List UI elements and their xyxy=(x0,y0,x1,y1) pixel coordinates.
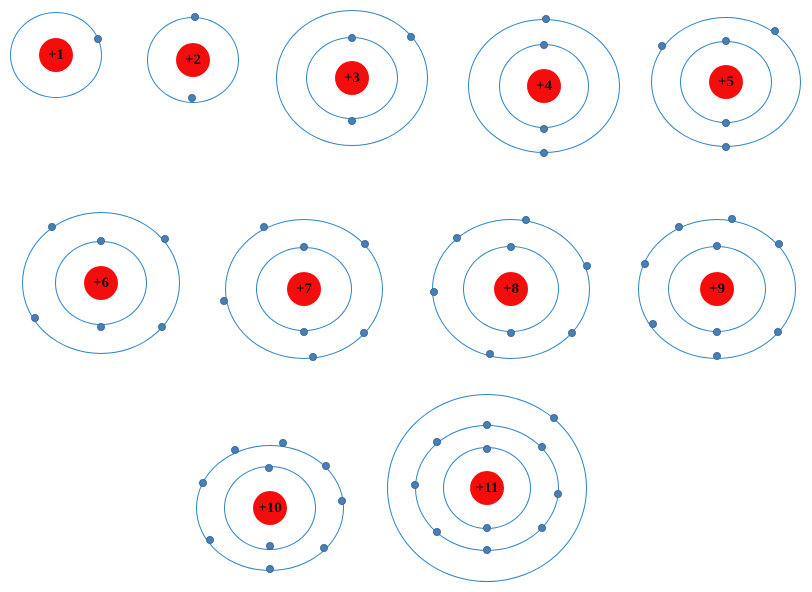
charge-label: +7 xyxy=(295,280,313,297)
electron xyxy=(266,542,274,550)
charge-label: +8 xyxy=(502,280,520,297)
nucleus: +3 xyxy=(335,61,369,95)
electron xyxy=(161,235,169,243)
electron xyxy=(486,350,494,358)
electron xyxy=(279,439,287,447)
electron xyxy=(774,328,782,336)
electron xyxy=(771,27,779,35)
electron xyxy=(188,94,196,102)
electron xyxy=(191,13,199,21)
orbit-shell-2 xyxy=(225,219,383,359)
electron xyxy=(206,536,214,544)
electron xyxy=(522,216,530,224)
electron xyxy=(507,243,515,251)
electron xyxy=(199,479,207,487)
electron xyxy=(411,481,419,489)
electron xyxy=(31,314,39,322)
electron xyxy=(675,223,683,231)
electron xyxy=(338,497,346,505)
nucleus: +11 xyxy=(470,471,504,505)
charge-label: +1 xyxy=(47,46,65,63)
electron xyxy=(483,445,491,453)
nucleus: +1 xyxy=(39,38,73,72)
nucleus: +5 xyxy=(709,65,743,99)
electron xyxy=(713,328,721,336)
electron xyxy=(713,352,721,360)
electron xyxy=(48,223,56,231)
charge-label: +4 xyxy=(535,77,553,94)
orbit-shell-1 xyxy=(10,12,102,98)
electron xyxy=(483,546,491,554)
electron xyxy=(540,149,548,157)
electron xyxy=(550,414,558,422)
electron xyxy=(540,125,548,133)
electron xyxy=(94,35,102,43)
electron xyxy=(775,240,783,248)
electron xyxy=(97,237,105,245)
electron xyxy=(266,565,274,573)
nucleus: +7 xyxy=(287,272,321,306)
electron xyxy=(538,524,546,532)
electron xyxy=(641,260,649,268)
nucleus: +4 xyxy=(527,69,561,103)
electron xyxy=(568,329,576,337)
electron xyxy=(713,242,721,250)
electron xyxy=(361,240,369,248)
charge-label: +6 xyxy=(92,274,110,291)
electron xyxy=(540,41,548,49)
electron xyxy=(348,34,356,42)
electron xyxy=(220,297,228,305)
orbit-shell-3 xyxy=(387,394,587,582)
electron xyxy=(433,438,441,446)
charge-label: +9 xyxy=(708,280,726,297)
electron xyxy=(722,119,730,127)
electron xyxy=(260,223,268,231)
electron xyxy=(538,443,546,451)
electron xyxy=(360,329,368,337)
electron xyxy=(722,37,730,45)
electron xyxy=(658,42,666,50)
electron xyxy=(649,320,657,328)
electron xyxy=(309,353,317,361)
electron xyxy=(728,215,736,223)
electron xyxy=(407,33,415,41)
charge-label: +10 xyxy=(258,499,282,516)
electron xyxy=(583,262,591,270)
electron xyxy=(483,421,491,429)
charge-label: +2 xyxy=(184,51,202,68)
electron xyxy=(300,328,308,336)
electron xyxy=(483,524,491,532)
electron xyxy=(231,446,239,454)
electron xyxy=(430,288,438,296)
electron xyxy=(265,464,273,472)
electron xyxy=(433,528,441,536)
nucleus: +8 xyxy=(494,272,528,306)
electron xyxy=(722,143,730,151)
orbit-shell-2 xyxy=(22,212,180,354)
nucleus: +2 xyxy=(176,43,210,77)
electron xyxy=(453,234,461,242)
electron xyxy=(322,462,330,470)
charge-label: +3 xyxy=(343,69,361,86)
nucleus: +6 xyxy=(84,266,118,300)
electron xyxy=(507,329,515,337)
orbit-shell-2 xyxy=(276,10,428,146)
nucleus: +9 xyxy=(700,272,734,306)
electron xyxy=(554,490,562,498)
electron xyxy=(97,323,105,331)
electron xyxy=(542,15,550,23)
charge-label: +11 xyxy=(475,479,499,496)
nucleus: +10 xyxy=(253,491,287,525)
electron xyxy=(158,323,166,331)
electron xyxy=(320,544,328,552)
charge-label: +5 xyxy=(717,73,735,90)
electron xyxy=(300,243,308,251)
electron xyxy=(348,117,356,125)
